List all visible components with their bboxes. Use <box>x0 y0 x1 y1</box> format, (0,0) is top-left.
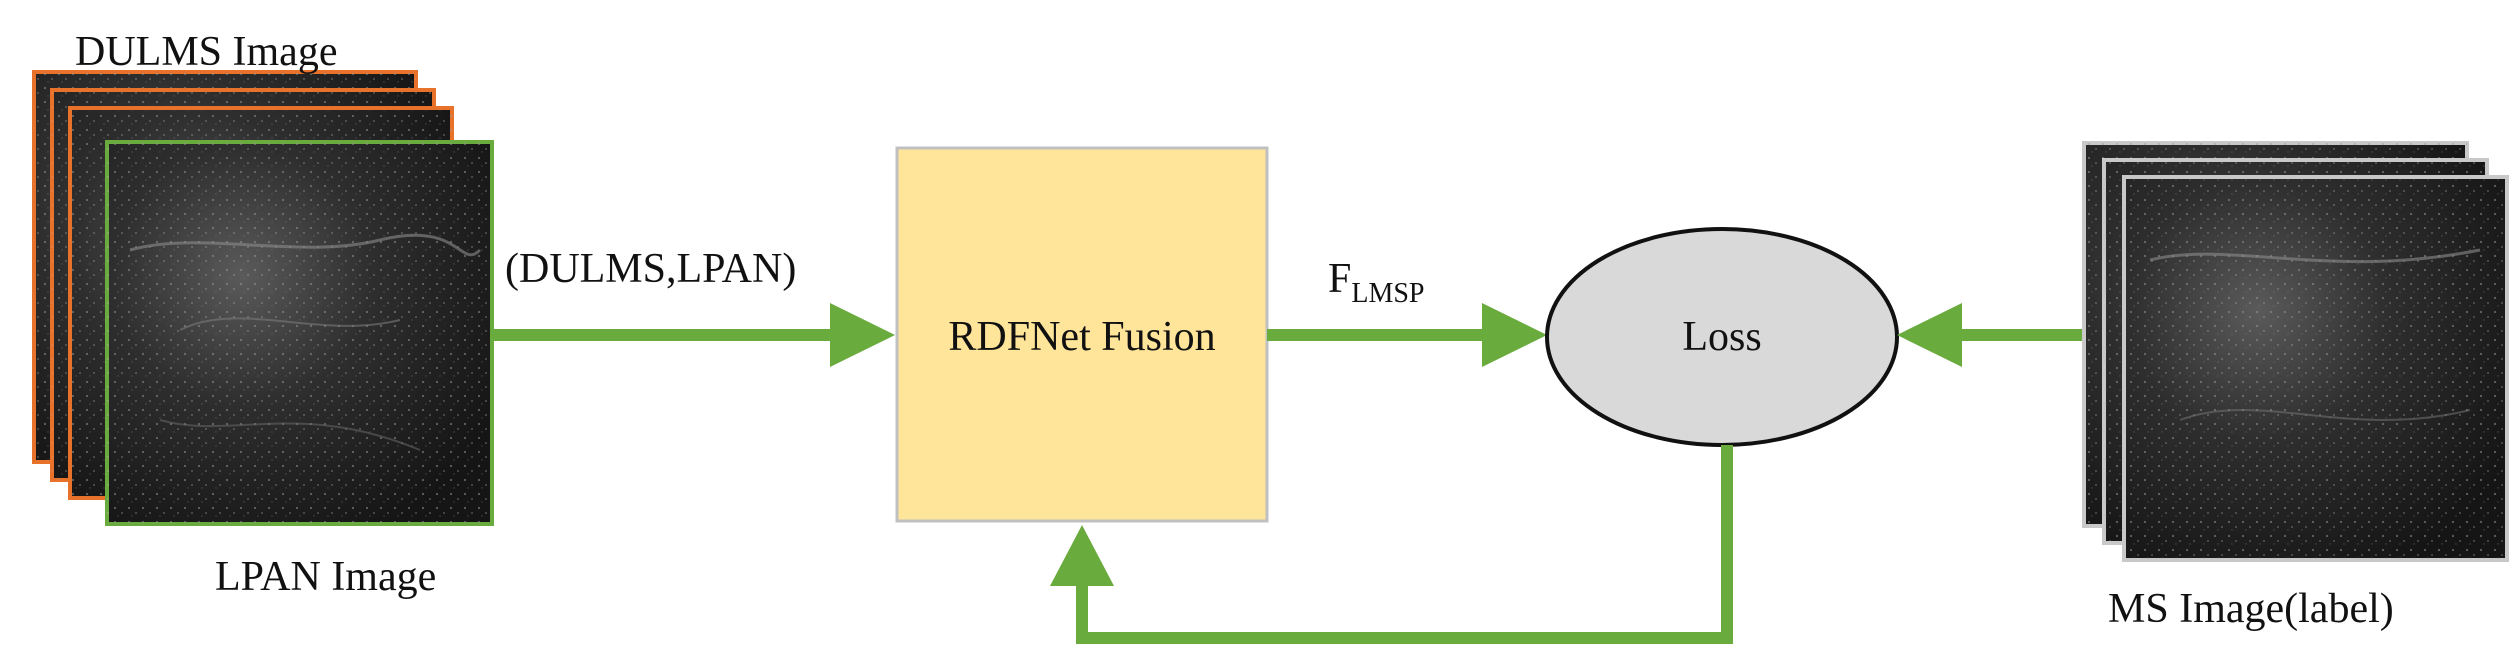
lpan-image <box>105 140 494 526</box>
input-pair-label: (DULMS,LPAN) <box>505 246 796 292</box>
ms-image-stack <box>2082 141 2509 562</box>
ms-image-label: MS Image(label) <box>2108 586 2394 632</box>
dulms-image-label: DULMS Image <box>75 29 337 75</box>
loss-node: Loss <box>1545 227 1899 447</box>
feedback-arrow <box>1050 445 1733 644</box>
output-arrow <box>1267 303 1547 367</box>
fusion-box-label: RDFNet Fusion <box>948 314 1215 360</box>
ms-layer-3 <box>2122 175 2509 562</box>
output-label: FLMSP <box>1328 256 1425 309</box>
output-label-subscript: LMSP <box>1351 278 1424 309</box>
label-arrow <box>1897 303 2086 367</box>
loss-label: Loss <box>1682 314 1761 360</box>
input-arrow <box>494 303 895 367</box>
output-label-main: F <box>1328 256 1351 302</box>
lpan-image-label: LPAN Image <box>215 554 436 600</box>
fusion-box: RDFNet Fusion <box>895 146 1269 523</box>
